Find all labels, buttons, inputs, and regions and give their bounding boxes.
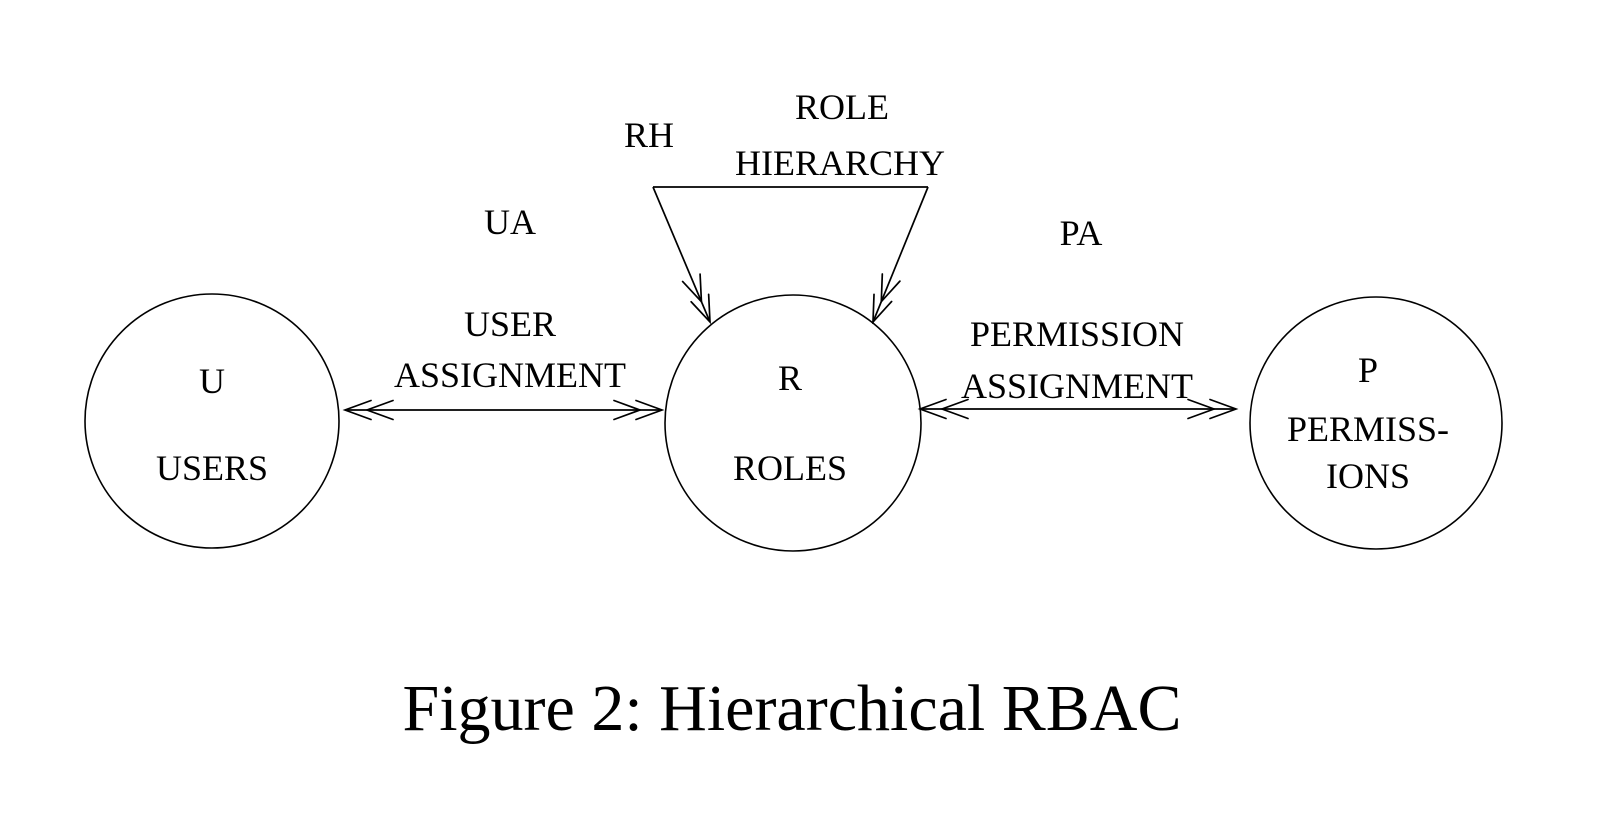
node-users: U USERS xyxy=(84,293,340,549)
ua-abbr-label: UA xyxy=(484,202,536,242)
roles-circle xyxy=(664,294,922,552)
permissions-name-line1: PERMISS- xyxy=(1287,409,1449,449)
figure-caption: Figure 2: Hierarchical RBAC xyxy=(403,672,1182,745)
ua-label-line2: ASSIGNMENT xyxy=(394,355,626,395)
users-name: USERS xyxy=(156,448,268,488)
edge-user-assignment: UA USER ASSIGNMENT xyxy=(342,202,665,421)
users-circle xyxy=(84,293,340,549)
pa-label-line2: ASSIGNMENT xyxy=(961,366,1193,406)
edge-permission-assignment: PA PERMISSION ASSIGNMENT xyxy=(917,213,1239,420)
ua-label-line1: USER xyxy=(464,304,556,344)
rh-loop-right-arrow xyxy=(872,186,929,325)
node-roles: R ROLES xyxy=(664,294,922,552)
rh-loop-left-arrow xyxy=(652,186,711,325)
node-permissions: P PERMISS- IONS xyxy=(1249,296,1503,550)
pa-abbr-label: PA xyxy=(1060,213,1103,253)
rh-label-line1: ROLE xyxy=(795,87,889,127)
roles-name: ROLES xyxy=(733,448,847,488)
edge-role-hierarchy: RH ROLE HIERARCHY xyxy=(624,87,945,325)
permissions-symbol: P xyxy=(1358,350,1378,390)
permissions-circle xyxy=(1249,296,1503,550)
rh-abbr-label: RH xyxy=(624,115,674,155)
pa-label-line1: PERMISSION xyxy=(970,314,1184,354)
permissions-name-line2: IONS xyxy=(1326,456,1410,496)
users-symbol: U xyxy=(199,361,225,401)
roles-symbol: R xyxy=(778,358,802,398)
rh-label-line2: HIERARCHY xyxy=(735,143,945,183)
